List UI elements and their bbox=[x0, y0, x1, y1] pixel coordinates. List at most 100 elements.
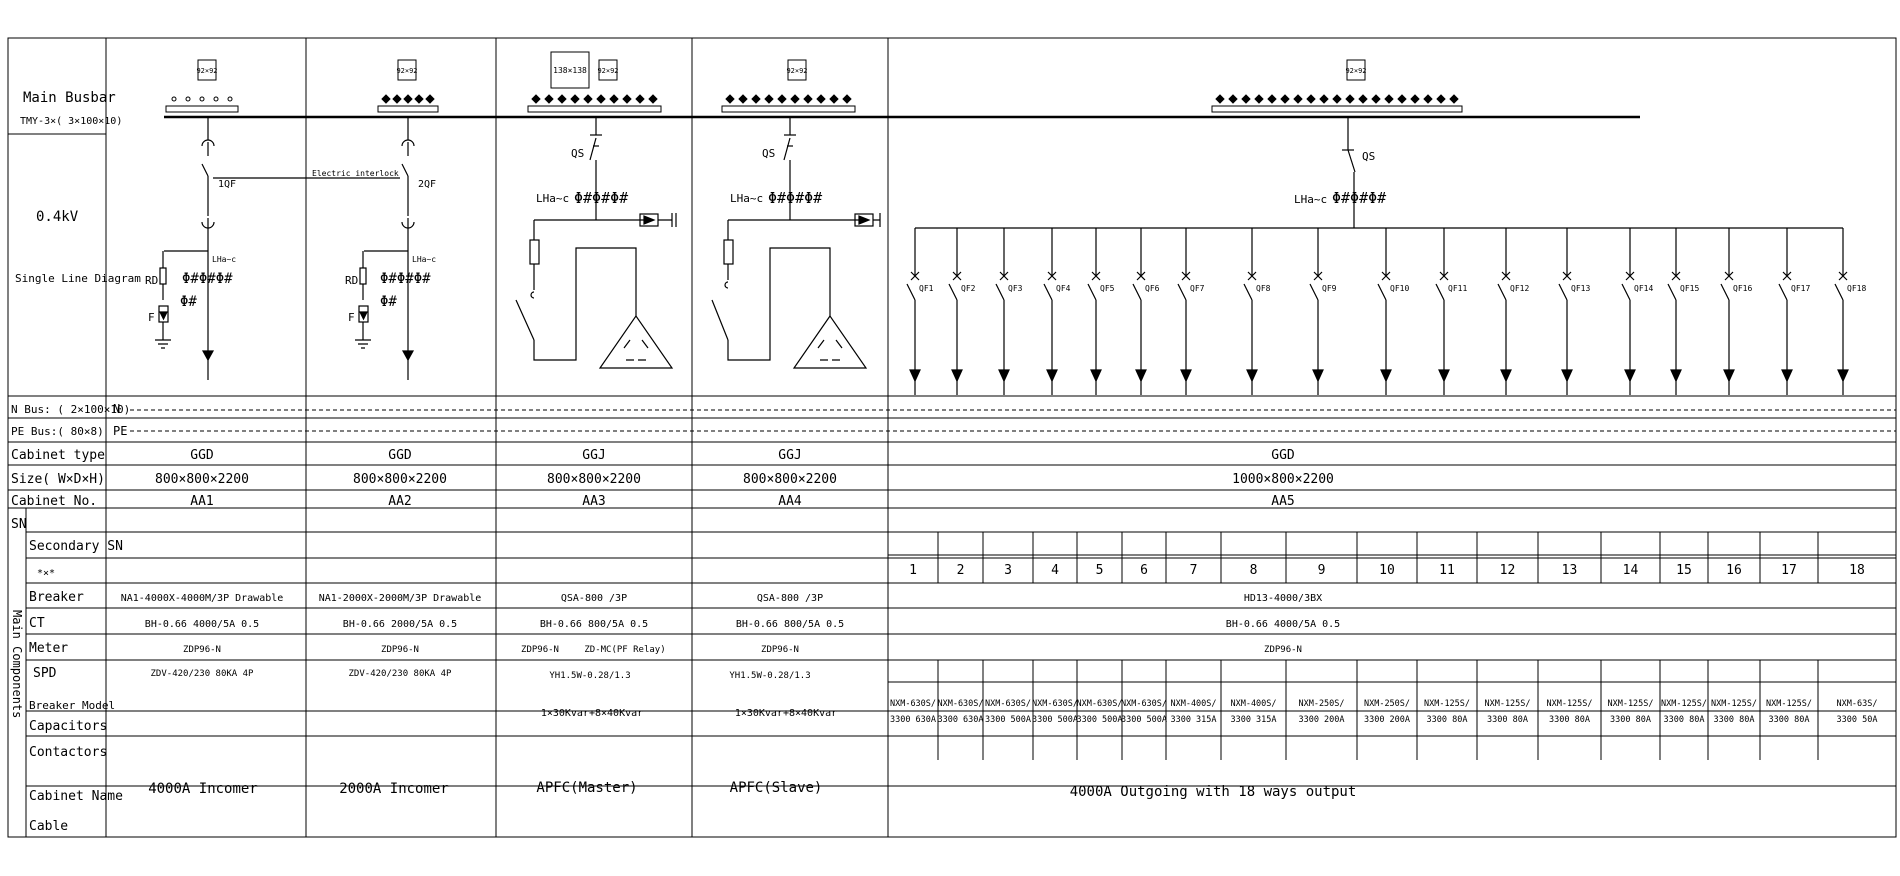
outgoing-number: 16 bbox=[1726, 563, 1742, 578]
outgoing-number: 9 bbox=[1318, 563, 1326, 578]
ct-symbol-single-aa1: Φ# bbox=[180, 294, 197, 310]
cabinet-4-no: AA4 bbox=[778, 494, 802, 509]
lamp-icon bbox=[1423, 94, 1433, 104]
lamp-icon bbox=[1267, 94, 1277, 104]
sn-label: SN bbox=[11, 517, 27, 532]
outgoing-model-line2: 3300 80A bbox=[1549, 715, 1590, 725]
lamp-icon bbox=[725, 94, 735, 104]
lamp-icon bbox=[816, 94, 826, 104]
outgoing-number: 8 bbox=[1250, 563, 1258, 578]
cabinet-3-type: GGJ bbox=[582, 448, 605, 463]
voltage-label: 0.4kV bbox=[36, 209, 79, 225]
cabinet-4-meter: ZDP96-N bbox=[761, 645, 799, 655]
feeder-18 bbox=[1834, 228, 1849, 395]
outgoing-model-line2: 3300 200A bbox=[1298, 715, 1344, 725]
lamp-icon bbox=[414, 94, 424, 104]
cabinet-2-spd: ZDV-420/230 80KA 4P bbox=[349, 669, 453, 679]
lamp-icon bbox=[171, 96, 177, 102]
lamp-icon bbox=[1306, 94, 1316, 104]
lamp-icon bbox=[425, 94, 435, 104]
lamp-icon bbox=[1280, 94, 1290, 104]
cabinet-no-label: Cabinet No. bbox=[11, 494, 97, 509]
outgoing-model-line2: 3300 630A bbox=[890, 715, 936, 725]
outgoing-model-line2: 3300 500A bbox=[985, 715, 1031, 725]
lamp-icon bbox=[403, 94, 413, 104]
capacitors-label: Capacitors bbox=[29, 719, 107, 734]
breaker-model-label: Breaker Model bbox=[29, 699, 115, 712]
outgoing-model-line2: 3300 80A bbox=[1714, 715, 1755, 725]
cabinet-5-name: 4000A Outgoing with 18 ways output bbox=[1070, 784, 1357, 800]
outgoing-number: 17 bbox=[1781, 563, 1797, 578]
aa4-apfc-labels: QS LHa~c Φ#Φ#Φ# bbox=[730, 147, 822, 207]
pe-mark: PE bbox=[113, 424, 127, 438]
feeder-3 bbox=[995, 228, 1010, 395]
outgoing-model-line2: 3300 315A bbox=[1230, 715, 1276, 725]
feeder-breaker-label: QF3 bbox=[1008, 284, 1023, 293]
cabinet-2-size: 800×800×2200 bbox=[353, 472, 447, 487]
breaker-label: Breaker bbox=[29, 590, 84, 605]
svg-text:92×92: 92×92 bbox=[396, 67, 417, 75]
cabinet-4-breaker: QSA-800 /3P bbox=[757, 593, 823, 604]
feeder-17 bbox=[1778, 228, 1793, 395]
outgoing-model-line1: NXM-630S/ bbox=[1032, 699, 1078, 709]
cabinet-3-meter2: ZD-MC(PF Relay) bbox=[584, 645, 665, 655]
lha-label-aa4: LHa~c bbox=[730, 192, 763, 205]
ct-symbol-aa5: Φ#Φ#Φ# bbox=[1332, 189, 1386, 207]
aa5-outgoing-labels: QS LHa~c Φ#Φ#Φ# bbox=[1294, 150, 1386, 207]
star-row-label: *×* bbox=[37, 568, 55, 579]
outgoing-model-line1: NXM-630S/ bbox=[985, 699, 1031, 709]
outgoing-model-line1: NXM-630S/ bbox=[890, 699, 936, 709]
row-labels: Main Busbar TMY-3×( 3×100×10) 0.4kV Sing… bbox=[10, 90, 141, 834]
main-busbar-spec: TMY-3×( 3×100×10) bbox=[20, 116, 122, 127]
lamp-icon bbox=[1449, 94, 1459, 104]
outgoing-model-line2: 3300 500A bbox=[1032, 715, 1078, 725]
lamp-icon bbox=[738, 94, 748, 104]
lamp-icon bbox=[531, 94, 541, 104]
lamp-icon bbox=[1397, 94, 1407, 104]
cabinet-name-label: Cabinet Name bbox=[29, 789, 123, 804]
lha-label-aa3: LHa~c bbox=[536, 192, 569, 205]
outgoing-number: 12 bbox=[1500, 563, 1516, 578]
terminal-strip bbox=[527, 105, 662, 113]
outgoing-model-line2: 3300 500A bbox=[1121, 715, 1167, 725]
lamp-icon bbox=[777, 94, 787, 104]
cable-label: Cable bbox=[29, 819, 68, 834]
outgoing-model-line2: 3300 200A bbox=[1364, 715, 1410, 725]
main-busbar-label: Main Busbar bbox=[23, 90, 116, 106]
cabinet-3-name: APFC(Master) bbox=[536, 780, 637, 796]
outgoing-model-line1: NXM-125S/ bbox=[1424, 699, 1470, 709]
outgoing-model-line1: NXM-630S/ bbox=[1121, 699, 1167, 709]
aa4-apfc-circuit bbox=[711, 117, 881, 369]
lamp-icon bbox=[1215, 94, 1225, 104]
feeder-6 bbox=[1132, 228, 1147, 395]
lamp-icon bbox=[1410, 94, 1420, 104]
lamp-icon bbox=[570, 94, 580, 104]
lamp-icon bbox=[185, 96, 191, 102]
lamp-icon bbox=[829, 94, 839, 104]
lamp-icon bbox=[1293, 94, 1303, 104]
feeder-breaker-label: QF17 bbox=[1791, 284, 1810, 293]
cabinet-1-spd: ZDV-420/230 80KA 4P bbox=[151, 669, 255, 679]
cabinet-1-breaker: NA1-4000X-4000M/3P Drawable bbox=[121, 593, 284, 604]
cabinet-5-size: 1000×800×2200 bbox=[1232, 472, 1334, 487]
cabinet-3-breaker: QSA-800 /3P bbox=[561, 593, 627, 604]
cabinet-2-name: 2000A Incomer bbox=[339, 781, 449, 797]
lamp-icon bbox=[227, 96, 233, 102]
cabinet-1-meter: ZDP96-N bbox=[183, 645, 221, 655]
lamp-icon bbox=[1228, 94, 1238, 104]
contactors-label: Contactors bbox=[29, 745, 107, 760]
outgoing-model-line1: NXM-125S/ bbox=[1766, 699, 1812, 709]
outgoing-model-line1: NXM-630S/ bbox=[1076, 699, 1122, 709]
secondary-sn-label: Secondary SN bbox=[29, 539, 123, 554]
cabinet-3-spd: YH1.5W-0.28/1.3 bbox=[549, 671, 630, 681]
meter-box-aa5: 92×92 bbox=[1345, 59, 1367, 81]
f-label-aa1: F bbox=[148, 311, 155, 324]
feeder-breaker-label: QF13 bbox=[1571, 284, 1590, 293]
aa2-incomer-circuit bbox=[355, 117, 415, 380]
lamp-icon bbox=[199, 96, 205, 102]
lamp-icon bbox=[213, 96, 219, 102]
lamp-icon bbox=[648, 94, 658, 104]
cabinet-5-no: AA5 bbox=[1271, 494, 1294, 509]
outgoing-number: 5 bbox=[1096, 563, 1104, 578]
outgoing-model-line2: 3300 315A bbox=[1170, 715, 1216, 725]
